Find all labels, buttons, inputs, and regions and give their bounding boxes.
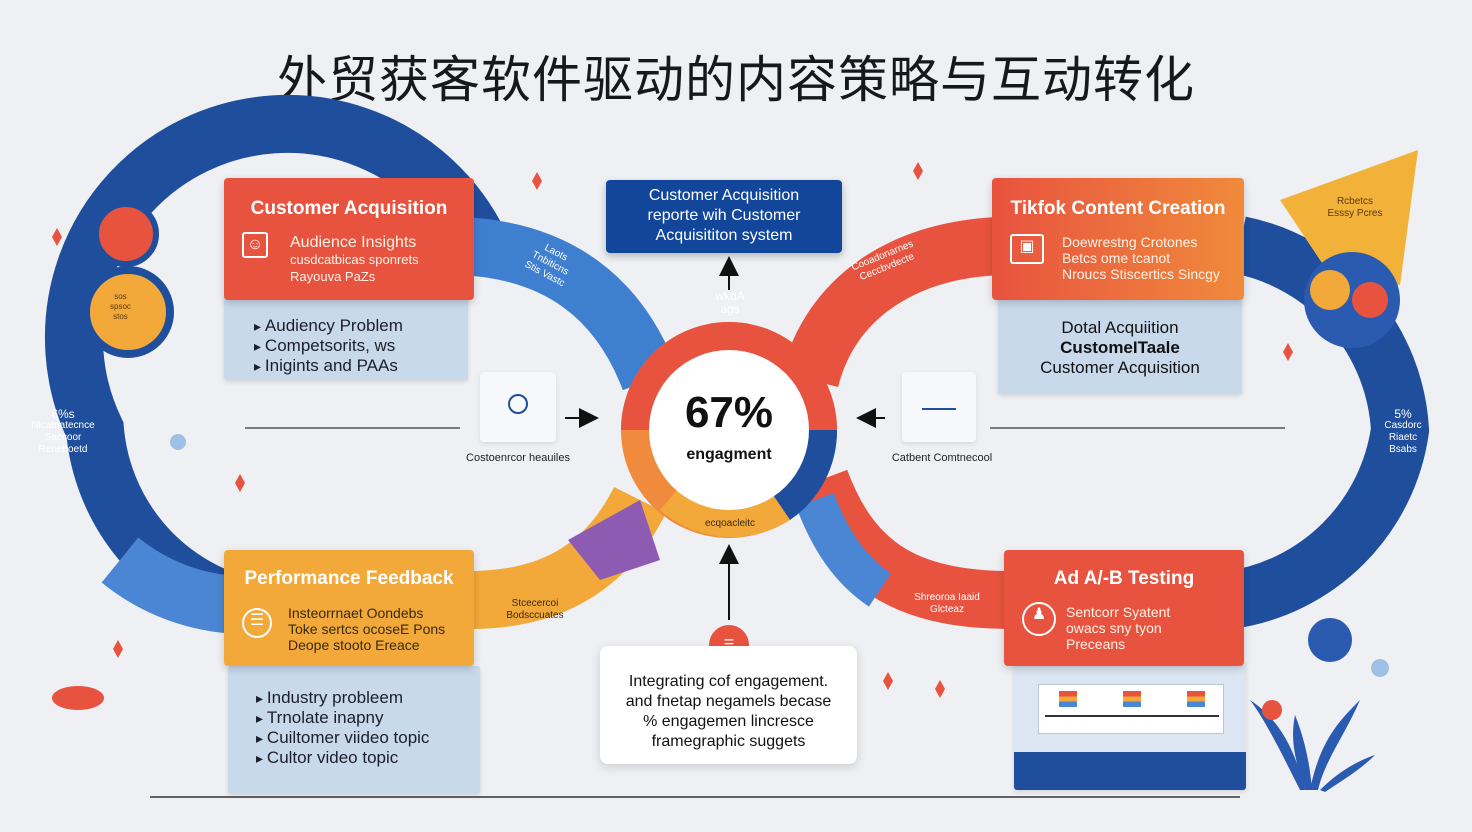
center-disc xyxy=(649,350,809,510)
bar-stack-icon xyxy=(1187,691,1205,707)
center-top-caption: wkdA ags xyxy=(715,289,745,316)
acquisition-bullet-list: Audiency Problem Competsorits, ws Inigin… xyxy=(254,316,403,376)
decor-bubble-bottom xyxy=(1308,618,1352,662)
card-tiktok-title: Tikfok Content Creation xyxy=(1010,198,1226,219)
list-item: Cuiltomer viideo topic xyxy=(256,728,430,748)
top-box-line-2: reporte wih Customer xyxy=(647,207,801,224)
purple-wedge xyxy=(568,500,660,580)
left-illustration xyxy=(480,372,556,442)
list-item: Cultor video topic xyxy=(256,748,429,768)
card-acquisition-title: Customer Acquisition xyxy=(250,198,448,219)
list-item: Audiency Problem xyxy=(254,316,403,336)
top-info-box: Customer Acquisition reporte wih Custome… xyxy=(606,180,842,253)
left-center-caption: Costoenrcor heauiles xyxy=(466,452,570,464)
center-label: engagment xyxy=(686,446,772,463)
card-tiktok-header: Tikfok Content Creation ▣ Doewrestng Cro… xyxy=(992,178,1244,300)
red-badge-circle xyxy=(93,201,159,267)
list-item: Industry probleem xyxy=(256,688,429,708)
bottom-box-line-2: and fnetap negamels becase xyxy=(625,693,832,710)
card-tiktok-body: Dotal Acquiition CustomeITaale Customer … xyxy=(998,296,1242,394)
list-item: Competsorits, ws xyxy=(254,336,403,356)
document-icon: ☰ xyxy=(242,608,272,638)
left-ring-caption: 6%s Nlcatnatecnce Saccoor Reneboetd xyxy=(31,407,95,455)
card-feedback-header: Performance Feedback ☰ Insteorrnaet Oond… xyxy=(224,550,474,666)
left-badge-caption: sos spsoc stos xyxy=(110,292,131,321)
right-illustration xyxy=(902,372,976,442)
people-icon: ☺ xyxy=(242,232,268,258)
top-box-line-3: Acquisititon system xyxy=(655,227,793,244)
bar-stack-icon xyxy=(1123,691,1141,707)
decorative-sparkles xyxy=(52,162,1293,698)
left-ring-light xyxy=(101,537,242,634)
card-acquisition-body: Audiency Problem Competsorits, ws Inigin… xyxy=(224,296,468,380)
magnifier-icon xyxy=(508,394,528,414)
red-leaf xyxy=(52,686,104,710)
right-ring-caption: 5% Casdorc Riaetc Bsabs xyxy=(1384,407,1422,455)
center-percent: 67% xyxy=(684,388,774,437)
video-screen-icon: ▣ xyxy=(1010,234,1044,264)
bottom-box-line-3: % engagemen lincresce xyxy=(643,713,814,730)
bottom-info-box: Integrating cof engagement. and fnetap n… xyxy=(600,646,857,764)
bottom-box-line-1: Integrating cof engagement. xyxy=(628,673,829,690)
flag-caption: Rcbetcs Esssy Pcres xyxy=(1327,196,1383,219)
chart-icon xyxy=(922,396,956,410)
right-center-caption: Catbent Comtnecool xyxy=(891,452,993,464)
center-bottom-caption: ecqoacleitc xyxy=(704,518,756,529)
ab-results-table xyxy=(1038,684,1224,734)
orange-badge-circle xyxy=(82,266,174,358)
ab-footer-band xyxy=(1014,752,1246,790)
card-ab-body xyxy=(1014,662,1246,790)
list-item: Inigints and PAAs xyxy=(254,356,403,376)
card-acquisition-header: Customer Acquisition ☺ Audience Insights… xyxy=(224,178,474,300)
ring-bottom-left-caption: Stcecercoi Bodsccuates xyxy=(506,598,564,621)
bar-stack-icon xyxy=(1059,691,1077,707)
user-profile-icon: ♟ xyxy=(1022,602,1056,636)
tiktok-body-line-2: CustomeITaale xyxy=(1060,338,1180,357)
yellow-flag xyxy=(1280,150,1418,285)
page-title: 外贸获客软件驱动的内容策略与互动转化 xyxy=(277,51,1195,109)
tiktok-body-line-1: Dotal Acquiition xyxy=(1061,318,1179,337)
top-box-line-1: Customer Acquisition xyxy=(648,187,800,204)
card-ab-title: Ad A/-B Testing xyxy=(1053,568,1195,589)
list-item: Trnolate inapny xyxy=(256,708,429,728)
right-bottom-arc-blue xyxy=(796,492,892,607)
bottom-box-line-4: framegraphic suggets xyxy=(651,733,806,750)
tiktok-body-line-3: Customer Acquisition xyxy=(1040,358,1200,377)
card-ab-header: Ad A/-B Testing ♟ Sentcorr Syatent owacs… xyxy=(1004,550,1244,666)
database-icon: ☰ xyxy=(723,637,735,651)
card-feedback-body: Industry probleem Trnolate inapny Cuilto… xyxy=(228,666,480,794)
ring-bottom-right-caption: Shreoroa Iaaid Glcteaz xyxy=(914,592,980,615)
plant-decoration xyxy=(1250,700,1375,792)
feedback-bullet-list: Industry probleem Trnolate inapny Cuilto… xyxy=(256,688,430,768)
left-top-arc xyxy=(458,217,678,391)
right-top-arc xyxy=(781,217,1002,388)
card-feedback-title: Performance Feedback xyxy=(244,568,454,589)
